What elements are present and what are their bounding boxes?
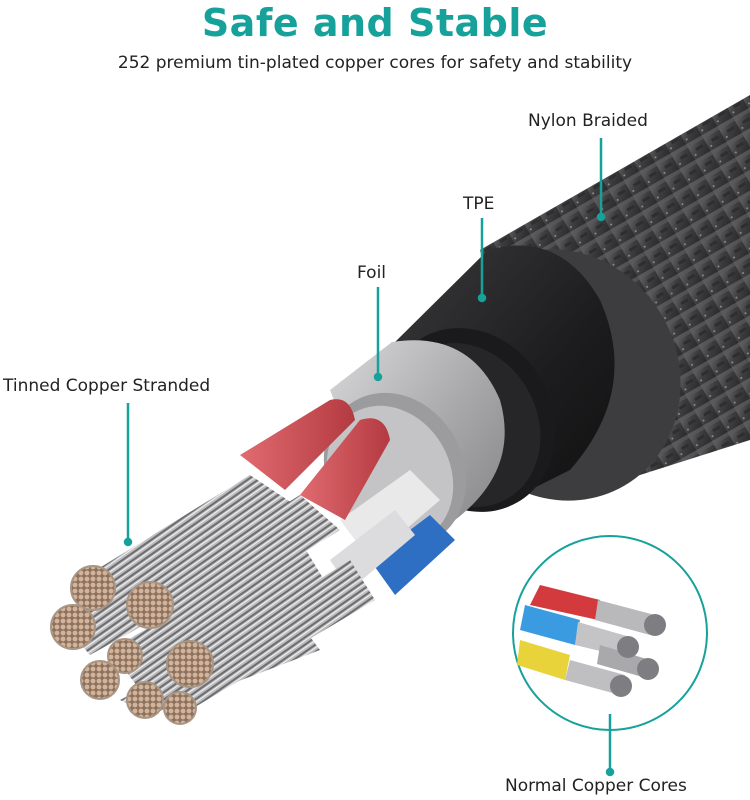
- red-wire-1: [240, 399, 355, 490]
- normal-copper-cores-inset: [512, 535, 708, 731]
- page-title: Safe and Stable: [201, 1, 549, 45]
- copper-strand-ends: [50, 565, 214, 725]
- red-wire-2: [300, 418, 390, 520]
- blue-wire: [370, 515, 455, 595]
- label-nylon-braided: Nylon Braided: [528, 111, 648, 131]
- label-tinned-copper-stranded: Tinned Copper Stranded: [3, 376, 211, 396]
- leader-lines: [123, 138, 615, 777]
- label-foil: Foil: [357, 263, 387, 283]
- label-tpe: TPE: [463, 194, 495, 214]
- label-normal-copper-cores: Normal Copper Cores: [505, 776, 687, 796]
- page-subtitle: 252 premium tin-plated copper cores for …: [117, 53, 633, 73]
